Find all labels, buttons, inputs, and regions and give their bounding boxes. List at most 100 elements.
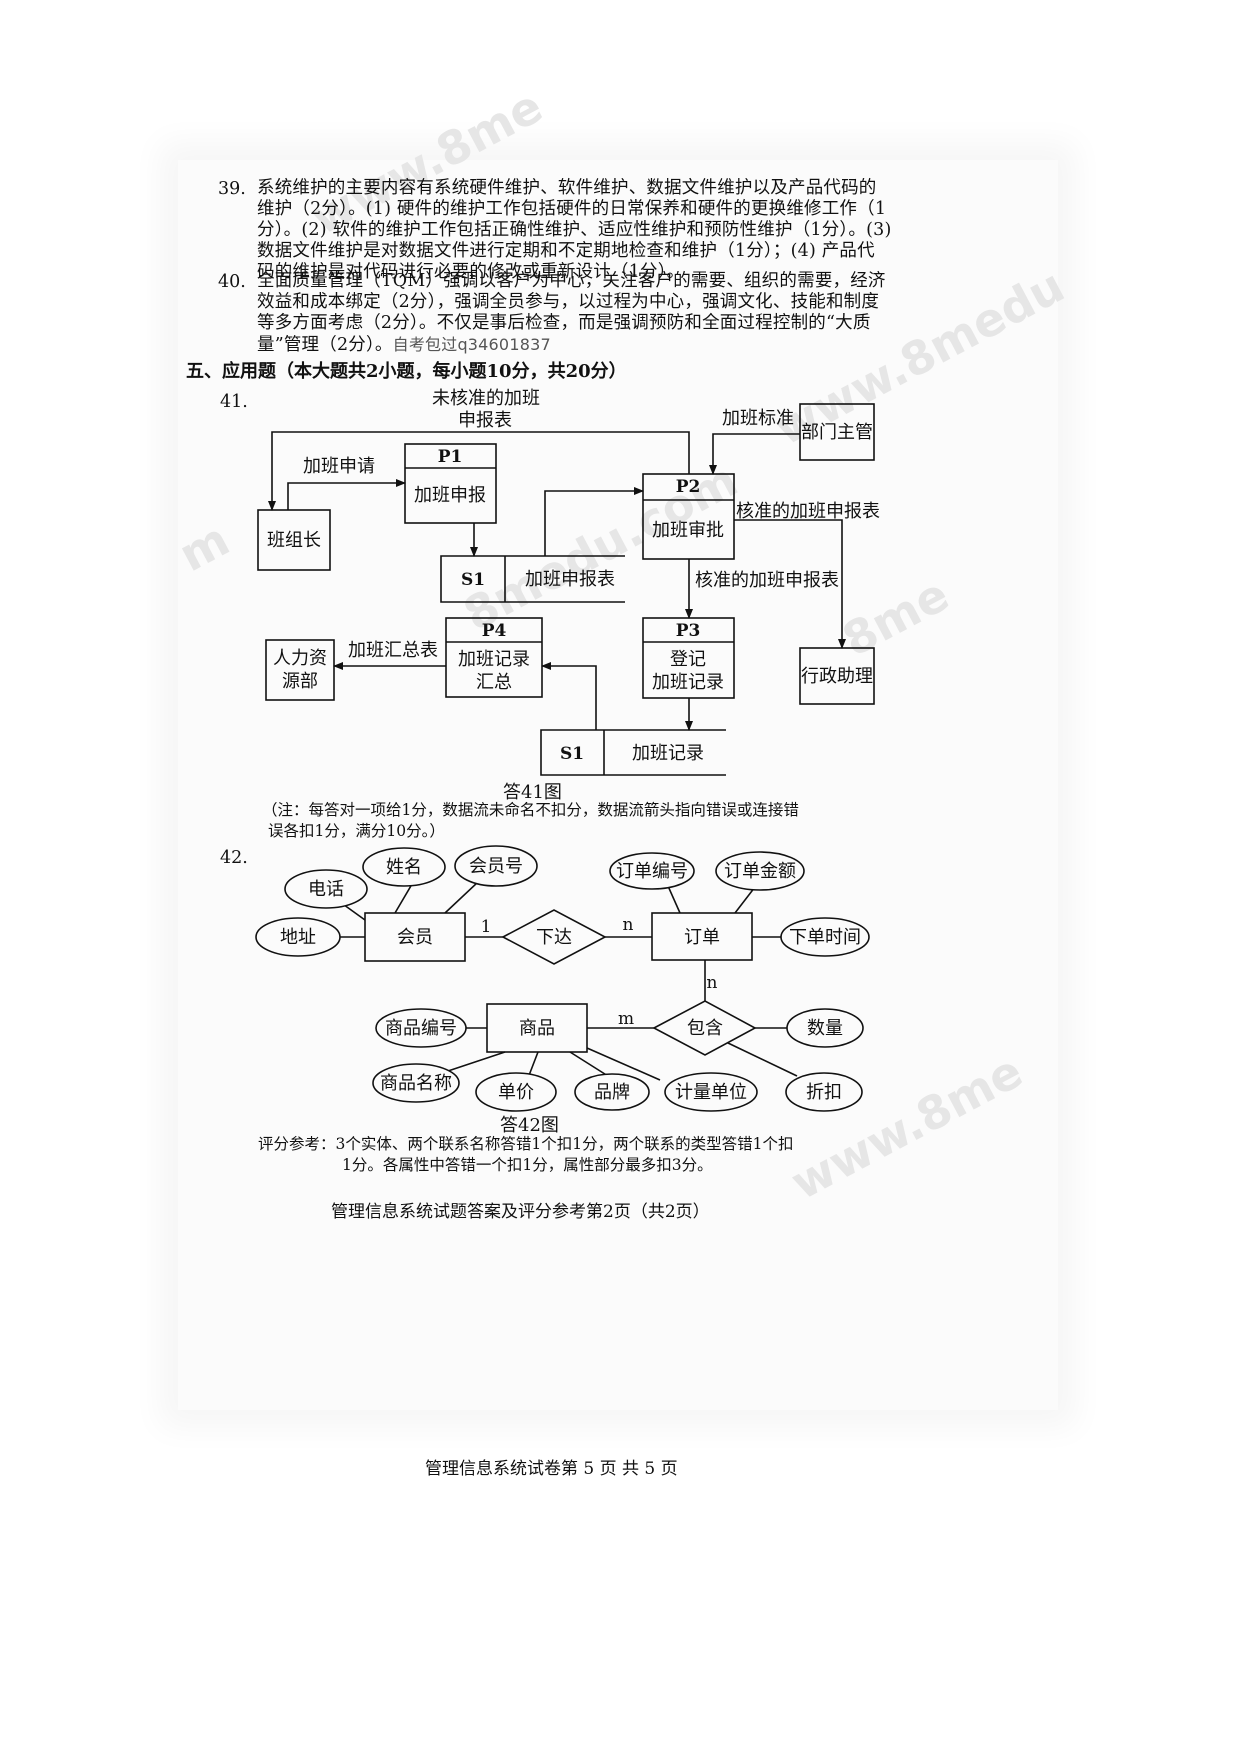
- process-name: 登记: [670, 649, 706, 670]
- text-line: 效益和成本绑定（2分），强调全员参与，以过程为中心，强调文化、技能和制度: [257, 292, 880, 312]
- attr-order-amount-ellipse: [715, 851, 805, 891]
- attr-name-ellipse: [362, 847, 446, 887]
- flow-unapproved-form: [268, 431, 690, 511]
- text-line-end: 量”管理（2分）。: [257, 335, 393, 355]
- text-line: 维护（2分）。(1) 硬件的维护工作包括硬件的日常保养和硬件的更换维修工作（1: [257, 199, 887, 219]
- relationship-contain-diamond: [652, 1000, 757, 1056]
- flow-label-standard: 加班标准: [722, 408, 794, 429]
- entity-dept-manager: 部门主管: [801, 422, 873, 443]
- scanned-answer-sheet: [178, 160, 1058, 1410]
- store-name: 加班记录: [632, 743, 704, 764]
- attr-brand-ellipse: [574, 1073, 650, 1111]
- process-id: P1: [438, 447, 463, 467]
- entity-order-box: [651, 912, 753, 961]
- entity-hr-dept: 人力资: [273, 648, 327, 669]
- entity-admin-box: [799, 647, 875, 705]
- text-line: 数据文件维护是对数据文件进行定期和不定期地检查和维护（1分）；(4) 产品代: [257, 241, 875, 261]
- data-flow-diagram: 未核准的加班 申报表 加班申请 加班标准 核准的加班申报表 核准的加班申报表 加…: [257, 388, 880, 776]
- cardinality-label: 1: [481, 917, 492, 937]
- flow-label-approved-right: 核准的加班申报表: [736, 501, 880, 522]
- attr-order-time: 下单时间: [789, 927, 861, 948]
- attr-product-no: 商品编号: [385, 1018, 457, 1039]
- flow-label-approved-down: 核准的加班申报表: [695, 570, 839, 591]
- question-39-answer: 系统维护的主要内容有系统硬件维护、软件维护、数据文件维护以及产品代码的 维护（2…: [257, 178, 1057, 283]
- store-s1-overtime-forms: [440, 555, 625, 603]
- entity-hr-box: [265, 639, 335, 701]
- text-line: 误各扣1分，满分10分。）: [268, 822, 445, 840]
- process-p4-box: [445, 617, 543, 698]
- entity-team-leader: 班组长: [267, 530, 321, 551]
- text-line: 量”管理（2分）。自考包过q34601837: [257, 334, 1057, 356]
- cardinality-label: m: [618, 1009, 634, 1029]
- attr-order-amount: 订单金额: [724, 861, 796, 882]
- relationship-contain: 包含: [687, 1018, 723, 1039]
- flow-label-unapproved: 未核准的加班: [432, 388, 540, 409]
- relationship-place-diamond: [501, 909, 607, 965]
- relationship-place: 下达: [536, 927, 572, 948]
- attr-phone: 电话: [308, 879, 344, 900]
- question-39-number: 39.: [218, 179, 246, 199]
- flow-overtime-request: [287, 479, 406, 510]
- text-line: （注：每答对一项给1分，数据流未命名不扣分，数据流箭头指向错误或连接错: [262, 801, 799, 819]
- inner-page-footer: 管理信息系统试题答案及评分参考第2页（共2页）: [331, 1202, 710, 1222]
- cardinality-label: n: [623, 915, 634, 935]
- figure-41-note: （注：每答对一项给1分，数据流未命名不扣分，数据流箭头指向错误或连接错 误各扣1…: [262, 800, 1062, 842]
- store-id: S1: [560, 744, 584, 764]
- er-diagram: 会员 订单 商品 下达 包含 姓名 会员号 电话 地址 订单编号 订单金额 下单…: [255, 845, 870, 1112]
- question-41-number: 41.: [220, 392, 248, 412]
- attr-member-no: 会员号: [469, 856, 523, 877]
- attr-unit-price: 单价: [498, 1082, 534, 1103]
- stamp-text: 自考包过q34601837: [392, 335, 551, 354]
- flow-label-summary: 加班汇总表: [348, 640, 438, 661]
- flow-label-request: 加班申请: [303, 456, 375, 477]
- process-name: 加班记录: [458, 649, 530, 670]
- entity-product-box: [486, 1003, 588, 1053]
- attr-name: 姓名: [386, 857, 422, 878]
- attr-quantity-ellipse: [786, 1008, 864, 1048]
- process-id: P4: [482, 621, 507, 641]
- store-id: S1: [461, 570, 485, 590]
- attr-discount-ellipse: [785, 1072, 863, 1112]
- attr-address-ellipse: [255, 917, 341, 957]
- entity-member-box: [364, 912, 466, 962]
- attr-unit-price-ellipse: [475, 1072, 557, 1112]
- process-name: 汇总: [476, 672, 512, 693]
- entity-hr-dept: 源部: [282, 671, 318, 692]
- text-line: 等多方面考虑（2分）。不仅是事后检查，而是强调预防和全面过程控制的“大质: [257, 313, 871, 333]
- question-40-number: 40.: [218, 272, 246, 292]
- attr-product-name-ellipse: [372, 1063, 460, 1103]
- process-name: 加班记录: [652, 672, 724, 693]
- cardinality-label: n: [707, 973, 718, 993]
- attr-address: 地址: [280, 927, 316, 948]
- store-name: 加班申报表: [525, 569, 615, 590]
- entity-member: 会员: [397, 927, 433, 948]
- attr-order-no-ellipse: [609, 852, 695, 890]
- attr-product-no-ellipse: [375, 1008, 467, 1048]
- flow-approved-to-admin: [734, 519, 846, 649]
- entity-team-leader-box: [257, 509, 331, 571]
- attr-member-no-ellipse: [454, 845, 538, 887]
- process-name: 加班申报: [414, 485, 486, 506]
- attr-order-no: 订单编号: [616, 861, 688, 882]
- attr-quantity: 数量: [807, 1018, 843, 1039]
- flow-overtime-standard: [709, 433, 800, 475]
- text-line: 分）。(2) 软件的维护工作包括正确性维护、适应性维护和预防性维护（1分）。(3…: [257, 220, 892, 240]
- attr-discount: 折扣: [806, 1082, 842, 1103]
- attr-order-time-ellipse: [780, 917, 870, 957]
- entity-dept-manager-box: [799, 403, 875, 461]
- text-line: 码的维护是对代码进行必要的修改或重新设计（1分）。: [257, 262, 685, 282]
- attr-phone-ellipse: [284, 869, 368, 909]
- section-heading: 五、应用题（本大题共2小题，每小题10分，共20分）: [186, 361, 627, 382]
- flow-store-to-p4: [541, 662, 597, 730]
- text-line: 评分参考：3个实体、两个联系名称答错1个扣1分，两个联系的类型答错1个扣: [258, 1135, 794, 1153]
- entity-admin-assistant: 行政助理: [801, 666, 873, 687]
- entity-product: 商品: [519, 1018, 555, 1039]
- figure-42-note: 评分参考：3个实体、两个联系名称答错1个扣1分，两个联系的类型答错1个扣 1分。…: [258, 1134, 1058, 1176]
- attr-brand: 品牌: [594, 1082, 630, 1103]
- figure-42-caption: 答42图: [500, 1115, 559, 1136]
- question-42-number: 42.: [220, 848, 248, 868]
- attr-product-name: 商品名称: [380, 1073, 452, 1094]
- attr-unit: 计量单位: [675, 1082, 747, 1103]
- question-40-answer: 全面质量管理（TQM）强调以客户为中心，关注客户的需要、组织的需要，经济 效益和…: [257, 271, 1057, 356]
- process-id: P2: [676, 477, 701, 497]
